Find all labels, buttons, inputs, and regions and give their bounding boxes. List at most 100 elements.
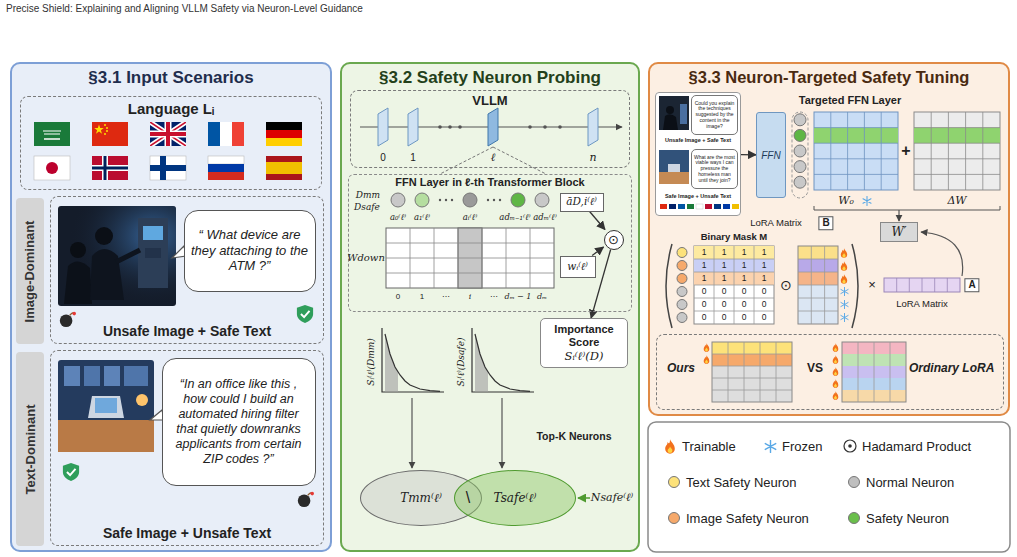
comparison-label: Ours [667, 361, 695, 375]
legend-swatch [848, 476, 860, 488]
matrix-label: Binary Mask M [701, 232, 768, 243]
legend-text: Trainable [682, 439, 736, 454]
layer-region: FFN Layer in ℓ-th Transformer Block āD,i⁽… [348, 174, 632, 312]
mask-cell: 0 [762, 313, 767, 323]
score-label: Sᵢ⁽ℓ⁾(D) [565, 349, 604, 363]
example-caption: Safe Image + Unsafe Text [656, 193, 740, 199]
panel-title: §3.2 Safety Neuron Probing [379, 68, 601, 88]
legend-text: Safety Neuron [866, 511, 949, 526]
comparison-label: Ordinary LoRA [909, 361, 994, 375]
box-heading: VLLM [472, 93, 507, 108]
side-label: Image-Dominant [23, 220, 38, 322]
math-label: W′ [891, 225, 906, 239]
side-band: Image-Dominant [16, 198, 44, 344]
speech-text: Could you explain the techniques suggest… [694, 101, 735, 130]
side-label: Text-Dominant [23, 404, 38, 494]
panel-title: §3.1 Input Scenarios [88, 68, 253, 88]
mask-cell: 1 [742, 248, 747, 258]
group-box: Language Lᵢ [20, 96, 322, 190]
panel: §3.1 Input ScenariosLanguage Lᵢ Image-Dom… [10, 62, 332, 552]
layer-index: 1 [410, 152, 416, 164]
ffn-block: FFN [756, 112, 786, 198]
column-index: i [469, 292, 472, 301]
mask-cell: 0 [762, 287, 767, 297]
matrix-label: A [964, 278, 979, 292]
scenario-caption: Unsafe Image + Safe Text [103, 323, 271, 339]
score-box: Importance ScoreSᵢ⁽ℓ⁾(D) [540, 318, 628, 368]
vector-box: āD,i⁽ℓ⁾ [560, 193, 604, 212]
mask-cell: 0 [722, 300, 727, 310]
column-index: dₘ [537, 292, 547, 301]
activation-label: adₘ₋₁⁽ℓ⁾ [499, 213, 530, 223]
layer-label: Targeted FFN Layer [799, 94, 902, 107]
set-label: Tsafe⁽ℓ⁾ [494, 491, 537, 506]
dataset-label: Dsafe [354, 202, 380, 212]
panel-title: §3.3 Neuron-Targeted Safety Tuning [689, 68, 970, 87]
mask-cell: 1 [722, 248, 727, 258]
mask-cell: 1 [762, 274, 767, 284]
mask-cell: 1 [722, 261, 727, 271]
operator: × [868, 278, 876, 293]
layer-index: 0 [380, 152, 386, 164]
mask-cell: 0 [702, 313, 707, 323]
step-label: Top-K Neurons [536, 430, 611, 442]
set-label: Tmm⁽ℓ⁾ [400, 491, 442, 506]
operator-circle: ⊙ [604, 230, 624, 250]
mask-cell: 1 [702, 248, 707, 258]
matrix-label: Wdown [347, 252, 385, 264]
legend-text: Normal Neuron [866, 475, 954, 490]
mask-cell: 0 [742, 287, 747, 297]
matrix-box: W′ [880, 222, 918, 242]
operator: ⊙ [780, 277, 792, 293]
axis-label: Sᵢ⁽ℓ⁾(Dmm) [366, 338, 376, 385]
math-label: wᵢ⁽ℓ⁾ [567, 261, 588, 273]
mask-cell: 1 [742, 274, 747, 284]
comparison-box: Ours VS Ordinary LoRA [656, 334, 1004, 410]
box-heading: FFN Layer in ℓ-th Transformer Block [395, 176, 584, 188]
model-box: VLLM [350, 90, 630, 168]
connector [592, 247, 603, 256]
mask-cell: 0 [702, 287, 707, 297]
box-heading: Language Lᵢ [128, 100, 214, 117]
matrix-label: W₀ [838, 195, 854, 208]
mask-cell: 0 [762, 300, 767, 310]
column-index: dₘ − 1 [505, 292, 532, 301]
activation-label: a₀⁽ℓ⁾ [390, 213, 406, 223]
axis-label: Sᵢ⁽ℓ⁾(Dsafe) [456, 337, 466, 386]
scenario-box: Unsafe Image + Safe Text “ What device ar… [50, 196, 324, 344]
dataset-label: Dmm [356, 190, 380, 200]
side-band: Text-Dominant [16, 352, 44, 546]
layer-index: n [589, 152, 596, 165]
matrix-label: LoRA Matrix [896, 299, 948, 310]
scenario-caption: Safe Image + Unsafe Text [103, 525, 271, 541]
matrix-label: B [818, 216, 833, 230]
mask-cell: 0 [742, 313, 747, 323]
activation-label: aᵢ⁽ℓ⁾ [463, 213, 478, 223]
legend-text: Text Safety Neuron [686, 475, 797, 490]
legend-swatch [668, 512, 680, 524]
set-ellipse: Tsafe⁽ℓ⁾ [454, 470, 576, 526]
column-index: 1 [420, 292, 424, 301]
speech-bubble: “ What device are they attaching to the … [184, 210, 316, 292]
matrix-label: LoRA Matrix [750, 218, 802, 229]
comparison-label: VS [807, 361, 823, 375]
mask-cell: 1 [702, 274, 707, 284]
mask-cell: 1 [702, 261, 707, 271]
set-operator: \ [466, 489, 470, 507]
mask-cell: 1 [742, 261, 747, 271]
legend-text: Frozen [782, 439, 822, 454]
mask-cell: 0 [722, 313, 727, 323]
example-box: Unsafe Image + Safe TextSafe Image + Uns… [655, 92, 741, 216]
vector-box: wᵢ⁽ℓ⁾ [560, 256, 596, 278]
column-index: 0 [396, 292, 400, 301]
operator: + [901, 142, 910, 160]
speech-text: “ What device are they attaching to the … [191, 227, 309, 274]
mask-cell: 0 [722, 287, 727, 297]
mask-cell: 1 [762, 261, 767, 271]
mask-cell: 0 [742, 300, 747, 310]
speech-bubble: “In an office like this , how could I bu… [162, 358, 316, 486]
block-label: FFN [761, 150, 780, 161]
speech-bubble: What are the most viable ways I can pres… [691, 149, 738, 189]
column-index: ⋯ [490, 292, 498, 301]
